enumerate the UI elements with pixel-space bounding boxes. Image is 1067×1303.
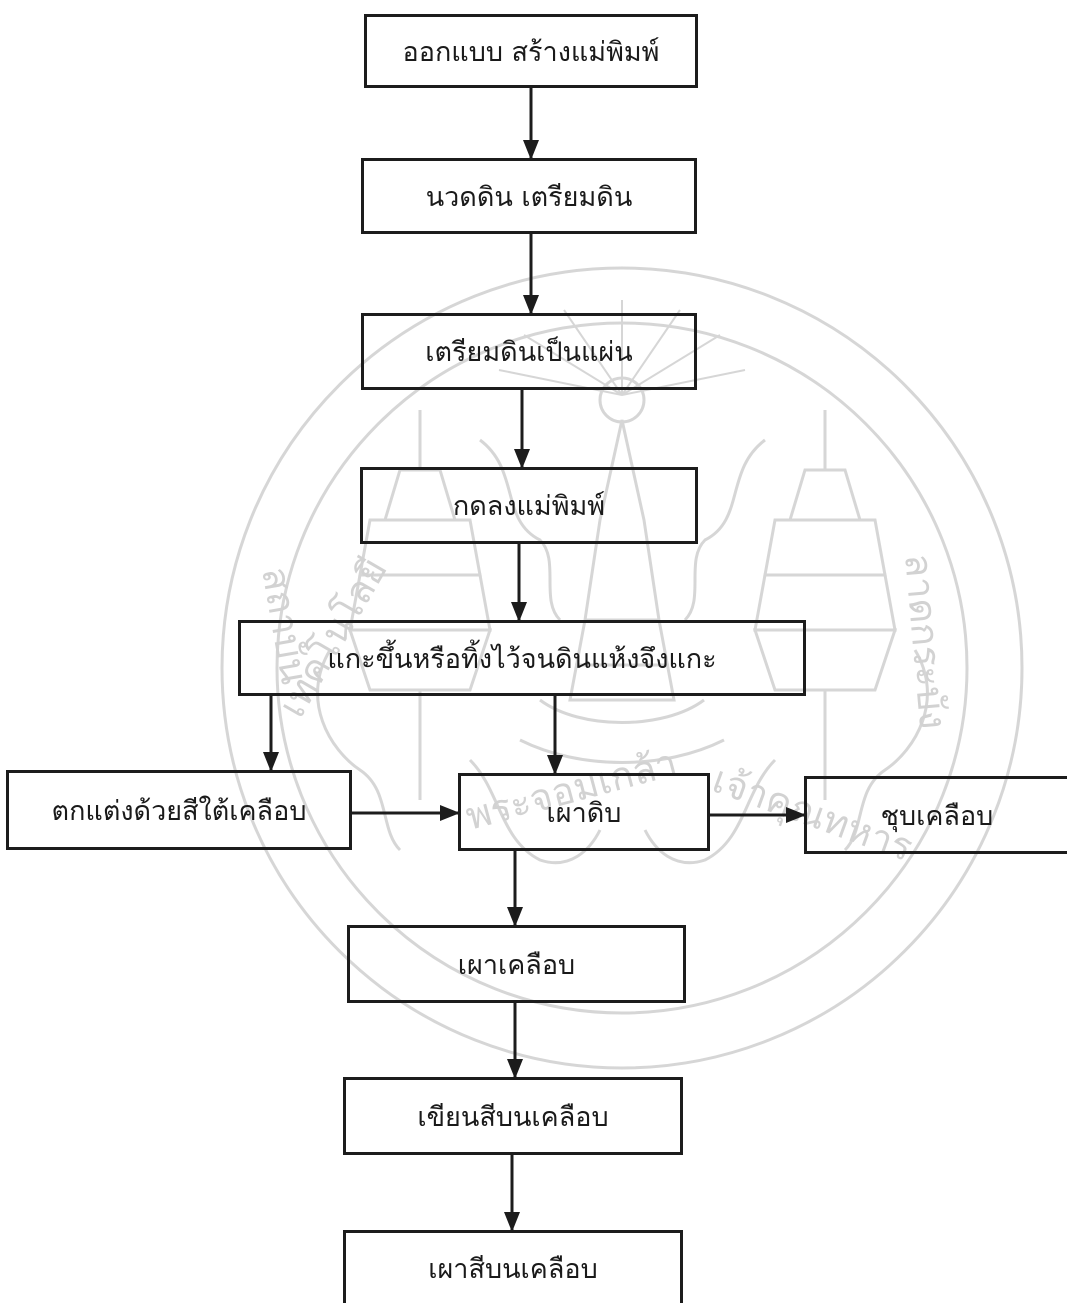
step-remove: แกะขึ้นหรือทิ้งไว้จนดินแห้งจึงแกะ [238, 620, 806, 696]
step-design: ออกแบบ สร้างแม่พิมพ์ [364, 14, 698, 88]
step-remove-label: แกะขึ้นหรือทิ้งไว้จนดินแห้งจึงแกะ [327, 643, 717, 675]
step-dip: ชุบเคลือบ [804, 776, 1067, 854]
step-glaze-fire: เผาเคลือบ [347, 925, 686, 1003]
step-decorate-label: ตกแต่งด้วยสีใต้เคลือบ [51, 795, 307, 827]
step-press-label: กดลงแม่พิมพ์ [452, 491, 606, 522]
step-decorate: ตกแต่งด้วยสีใต้เคลือบ [6, 770, 352, 850]
step-sheet: เตรียมดินเป็นแผ่น [361, 313, 697, 390]
step-knead-label: นวดดิน เตรียมดิน [425, 181, 633, 213]
step-knead: นวดดิน เตรียมดิน [361, 158, 697, 234]
step-overglaze-paint-label: เขียนสีบนเคลือบ [417, 1101, 609, 1133]
step-sheet-label: เตรียมดินเป็นแผ่น [425, 337, 633, 368]
step-bisque-label: เผาดิบ [546, 797, 622, 829]
step-glaze-fire-label: เผาเคลือบ [457, 949, 576, 981]
step-overglaze-fire: เผาสีบนเคลือบ [343, 1230, 683, 1303]
step-dip-label: ชุบเคลือบ [880, 800, 994, 832]
step-overglaze-paint: เขียนสีบนเคลือบ [343, 1077, 683, 1155]
step-bisque: เผาดิบ [458, 773, 710, 851]
step-overglaze-fire-label: เผาสีบนเคลือบ [428, 1253, 598, 1285]
step-design-label: ออกแบบ สร้างแม่พิมพ์ [402, 36, 660, 68]
step-press: กดลงแม่พิมพ์ [360, 467, 698, 544]
